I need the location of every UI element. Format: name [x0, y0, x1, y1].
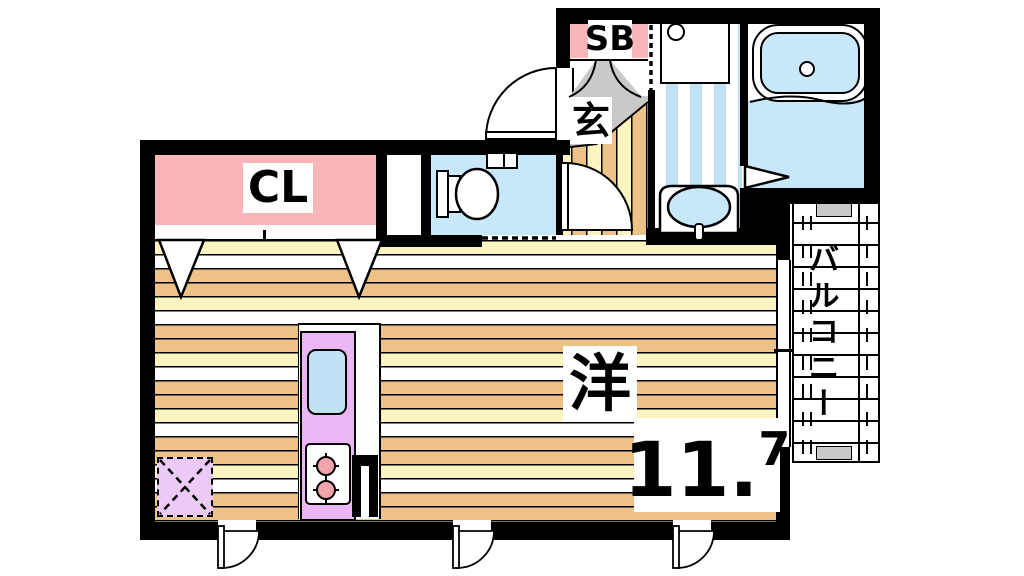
- entrance-door-band: [568, 58, 648, 98]
- balcony-sliding-window: [774, 260, 794, 447]
- wall-toilet-right: [556, 155, 563, 235]
- bathtub-water: [760, 32, 860, 94]
- shoe-box-label: SB: [584, 19, 636, 59]
- wall-right-upper: [864, 8, 880, 204]
- entry-door-arc: [484, 66, 557, 139]
- window-gap-3: [673, 520, 711, 542]
- room-size-int: 11.: [623, 425, 759, 514]
- room-size-sup: 7: [758, 422, 791, 476]
- wall-washroom-left: [648, 90, 655, 233]
- room-type-label: 洋: [563, 346, 637, 422]
- wall-washroom-bottom: [646, 228, 790, 245]
- closet-label: CL: [243, 163, 313, 213]
- refrigerator-space-icon: [157, 457, 213, 517]
- balcony-rail-line: [858, 202, 860, 461]
- bathroom-floor: [748, 100, 866, 190]
- window-gap-1: [218, 520, 256, 542]
- wall-closet-right: [376, 155, 387, 235]
- wall-top: [556, 8, 880, 24]
- wall-left: [140, 140, 155, 540]
- entrance-label: 玄: [570, 97, 612, 144]
- balcony-deck-ticks-left2: [810, 202, 812, 461]
- pipe-space: [387, 155, 421, 235]
- toilet-room-floor: [431, 153, 556, 235]
- wall-ps-right: [421, 155, 431, 235]
- stove-icon: [305, 443, 351, 505]
- wall-entry-upper: [556, 8, 570, 68]
- balcony-area: [792, 200, 880, 463]
- wall-bathroom-left: [740, 10, 748, 166]
- window-sash-mark: [774, 349, 794, 352]
- balcony-deck-ticks-left: [802, 202, 804, 461]
- washing-machine-pan-icon: [660, 16, 730, 84]
- entry-door-leaf: [485, 131, 557, 140]
- window-gap-2: [453, 520, 491, 542]
- balcony-label: バルコニー: [802, 242, 839, 423]
- room-size-label: 11.7: [624, 418, 790, 512]
- balcony-deck-ticks-right: [866, 202, 868, 461]
- balcony-pad-bottom: [816, 446, 852, 460]
- wall-lower-block-top: [140, 140, 570, 155]
- closet-shelf-tick: [263, 230, 266, 239]
- kitchen-sink-icon: [307, 349, 347, 415]
- kitchen-wall-slot: [361, 466, 369, 517]
- wall-toilet-bottom: [376, 235, 482, 247]
